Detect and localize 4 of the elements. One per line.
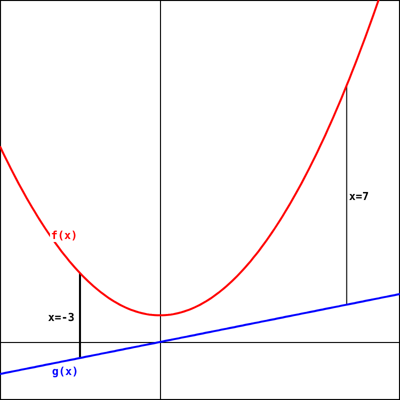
segment-label: x=7 [348, 190, 370, 203]
segment-label: x=-3 [47, 311, 76, 324]
function-label: f(x) [50, 229, 78, 242]
function-label: g(x) [51, 365, 80, 378]
